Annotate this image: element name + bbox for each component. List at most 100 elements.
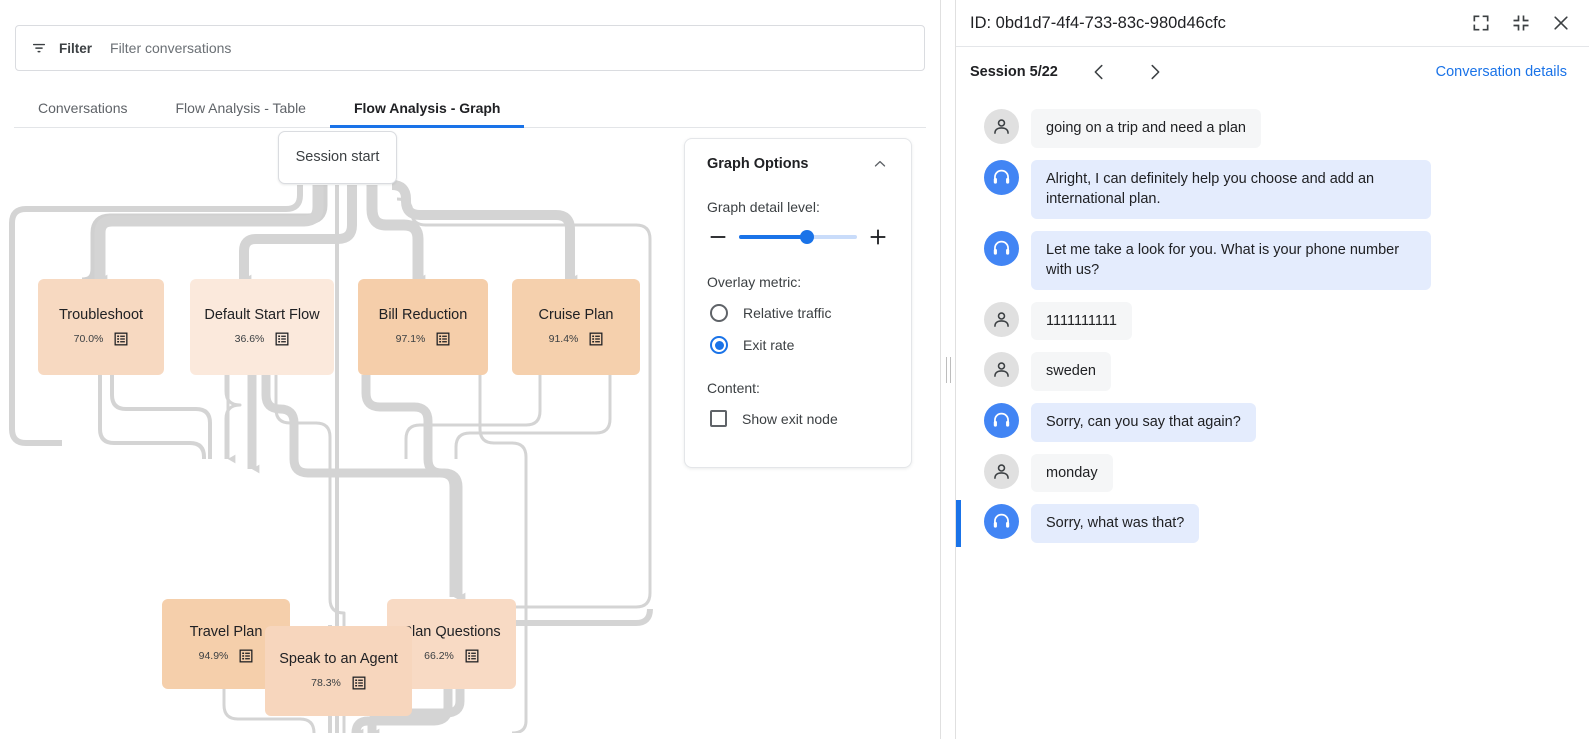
checkbox-show-exit-node[interactable]: Show exit node: [707, 410, 889, 427]
overlay-metric-label: Overlay metric:: [707, 274, 802, 290]
flow-analysis-pane: Filter Conversations Flow Analysis - Tab…: [0, 0, 940, 739]
radio-label: Relative traffic: [743, 305, 832, 321]
message-bubble: Let me take a look for you. What is your…: [1031, 230, 1431, 290]
message-row: Alright, I can definitely help you choos…: [956, 154, 1589, 225]
list-icon[interactable]: [465, 649, 479, 663]
graph-node-default-start-flow[interactable]: Default Start Flow 36.6%: [190, 279, 334, 375]
user-avatar: [984, 109, 1019, 144]
minus-icon[interactable]: [707, 226, 729, 248]
graph-edges: [9, 180, 653, 733]
agent-avatar: [984, 159, 1019, 195]
node-exit-rate: 66.2%: [424, 650, 454, 663]
node-meta: 36.6%: [235, 332, 290, 346]
agent-avatar: [984, 230, 1019, 266]
list-icon[interactable]: [275, 332, 289, 346]
radio-label: Exit rate: [743, 337, 795, 353]
message-bubble: Alright, I can definitely help you choos…: [1031, 159, 1431, 219]
message-bubble: 1111111111: [1031, 301, 1132, 341]
grip-icon: [945, 356, 951, 383]
message-row: going on a trip and need a plan: [956, 103, 1589, 154]
filter-conversations-input[interactable]: [108, 26, 910, 70]
message-row-highlighted: Sorry, what was that?: [956, 498, 1589, 549]
slider-thumb[interactable]: [800, 230, 815, 244]
conversation-id: ID: 0bd1d7-4f4-733-83c-980d46cfc: [970, 13, 1226, 32]
node-label: Travel Plan: [189, 623, 263, 640]
node-exit-rate: 94.9%: [198, 650, 229, 663]
message-bubble: monday: [1031, 453, 1113, 493]
checkbox-label: Show exit node: [742, 410, 838, 427]
agent-avatar: [984, 403, 1019, 439]
graph-node-session-start[interactable]: Session start: [278, 131, 397, 184]
message-bubble: going on a trip and need a plan: [1031, 109, 1261, 148]
list-icon[interactable]: [352, 676, 366, 690]
checkbox-icon[interactable]: [710, 410, 727, 427]
chevron-up-icon[interactable]: [871, 155, 889, 173]
node-exit-rate: 91.4%: [548, 333, 579, 346]
flow-graph-canvas[interactable]: Session start Troubleshoot 70.0%: [0, 129, 940, 733]
message-row: 1111111111: [956, 296, 1589, 347]
node-label: Default Start Flow: [204, 306, 320, 323]
radio-relative-traffic[interactable]: Relative traffic: [707, 304, 889, 322]
tab-flow-analysis-table[interactable]: Flow Analysis - Table: [175, 99, 306, 116]
session-navigation-bar: Session 5/22 Conversation details: [956, 47, 1589, 97]
graph-node-cruise-plan[interactable]: Cruise Plan 91.4%: [512, 279, 640, 375]
user-avatar: [984, 453, 1019, 489]
message-bubble: Sorry, can you say that again?: [1031, 403, 1256, 442]
conversation-details-link[interactable]: Conversation details: [1435, 64, 1567, 80]
graph-node-troubleshoot[interactable]: Troubleshoot 70.0%: [38, 279, 164, 375]
agent-avatar: [984, 504, 1019, 540]
node-exit-rate: 70.0%: [73, 333, 104, 346]
radio-exit-rate[interactable]: Exit rate: [707, 336, 889, 354]
message-row: sweden: [956, 346, 1589, 397]
message-bubble: sweden: [1031, 352, 1111, 392]
tab-bar: Conversations Flow Analysis - Table Flow…: [14, 88, 926, 128]
node-meta: 70.0%: [74, 332, 129, 346]
tab-flow-analysis-graph[interactable]: Flow Analysis - Graph: [329, 88, 525, 128]
conversation-pane: ID: 0bd1d7-4f4-733-83c-980d46cfc Session…: [956, 0, 1589, 739]
node-meta: 91.4%: [549, 332, 604, 346]
node-exit-rate: 36.6%: [234, 333, 265, 346]
chevron-left-icon[interactable]: [1088, 61, 1110, 83]
node-exit-rate: 97.1%: [395, 333, 426, 346]
node-meta: 97.1%: [396, 332, 451, 346]
node-label: Plan Questions: [402, 623, 501, 640]
node-meta: 78.3%: [311, 676, 366, 690]
filter-bar[interactable]: Filter: [15, 25, 925, 71]
node-label: Bill Reduction: [378, 306, 468, 323]
expand-icon[interactable]: [1471, 13, 1491, 33]
radio-icon-selected[interactable]: [710, 336, 728, 354]
detail-level-slider[interactable]: [739, 230, 857, 244]
graph-options-title: Graph Options: [707, 156, 809, 172]
radio-icon[interactable]: [710, 304, 728, 322]
user-avatar: [984, 301, 1019, 337]
list-icon[interactable]: [436, 332, 450, 346]
close-icon[interactable]: [1551, 13, 1571, 33]
content-label: Content:: [707, 380, 760, 396]
graph-node-bill-reduction[interactable]: Bill Reduction 97.1%: [358, 279, 488, 375]
graph-options-panel: Graph Options Graph detail level:: [684, 138, 912, 468]
plus-icon[interactable]: [867, 226, 889, 248]
list-icon[interactable]: [114, 332, 128, 346]
node-label: Speak to an Agent: [279, 650, 398, 667]
chevron-right-icon[interactable]: [1144, 61, 1166, 83]
node-meta: 66.2%: [424, 649, 479, 663]
message-bubble: Sorry, what was that?: [1031, 504, 1200, 543]
message-list[interactable]: going on a trip and need a plan Alright,…: [956, 97, 1589, 739]
tab-conversations[interactable]: Conversations: [38, 99, 128, 116]
user-avatar: [984, 352, 1019, 388]
list-icon[interactable]: [239, 649, 253, 663]
collapse-icon[interactable]: [1511, 13, 1531, 33]
graph-node-speak-to-an-agent[interactable]: Speak to an Agent 78.3%: [265, 626, 412, 716]
message-row: Let me take a look for you. What is your…: [956, 225, 1589, 296]
filter-label: Filter: [59, 40, 93, 56]
pane-resize-handle[interactable]: [940, 0, 956, 739]
message-row: Sorry, can you say that again?: [956, 397, 1589, 448]
filter-icon: [33, 43, 45, 53]
session-counter: Session 5/22: [970, 64, 1058, 80]
node-label: Cruise Plan: [538, 306, 614, 323]
node-meta: 94.9%: [199, 649, 254, 663]
list-icon[interactable]: [589, 332, 603, 346]
graph-detail-level-label: Graph detail level:: [707, 199, 820, 215]
graph-options-header: Graph Options: [707, 155, 889, 173]
